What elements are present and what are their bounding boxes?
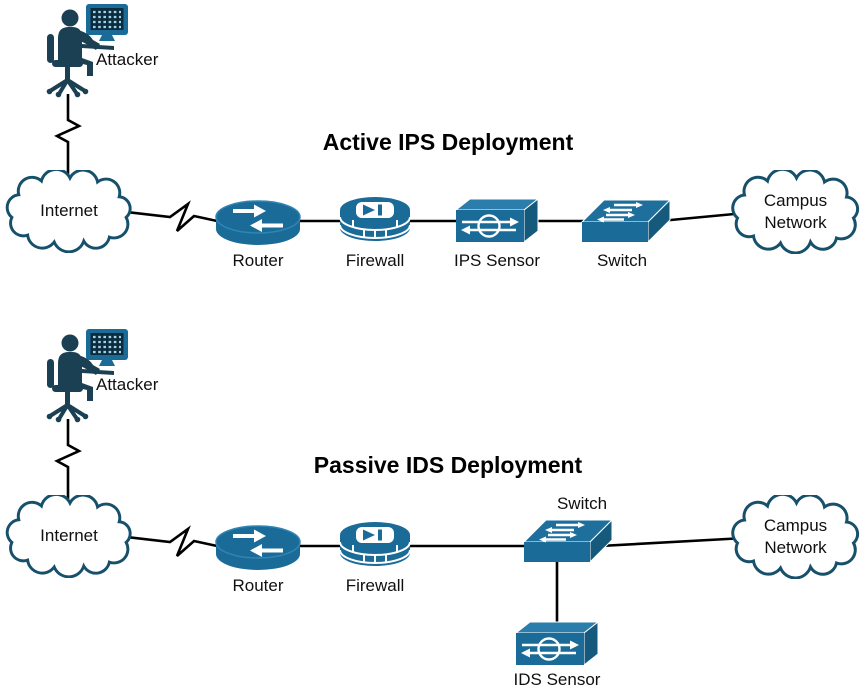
passive-section-title: Passive IDS Deployment [313, 452, 583, 478]
switch-label: Switch [596, 251, 648, 270]
ips-sensor-label: IPS Sensor [454, 251, 540, 270]
firewall-label: Firewall [345, 576, 405, 595]
switch-label: Switch [556, 494, 608, 513]
switch-icon [520, 514, 614, 570]
campus-network-label: Campus Network [763, 515, 828, 557]
firewall-icon [337, 192, 413, 248]
ips-sensor-icon [454, 196, 540, 244]
attacker-label: Attacker [96, 50, 159, 69]
firewall-label: Firewall [345, 251, 405, 270]
attacker-internet-link-active [54, 94, 82, 182]
ids-sensor-icon [514, 619, 600, 667]
attacker-label: Attacker [96, 375, 159, 394]
active-section-title: Active IPS Deployment [322, 129, 574, 155]
internet-label: Internet [40, 201, 98, 221]
internet-label: Internet [40, 526, 98, 546]
firewall-icon [337, 517, 413, 573]
router-label: Router [232, 576, 284, 595]
switch-icon [578, 194, 672, 250]
router-label: Router [232, 251, 284, 270]
attacker-internet-link-passive [54, 419, 82, 507]
ids-sensor-label: IDS Sensor [513, 670, 601, 688]
campus-network-label: Campus Network [763, 190, 828, 232]
router-icon [213, 520, 303, 576]
router-icon [213, 195, 303, 251]
